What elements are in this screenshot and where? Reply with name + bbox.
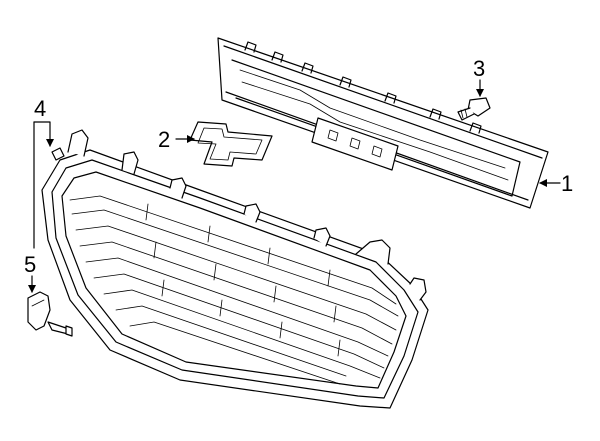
part-5-bracket xyxy=(27,291,73,337)
callout-4-label: 4 xyxy=(34,96,46,121)
main-grille xyxy=(41,129,429,409)
part-2-emblem xyxy=(189,121,273,167)
callout-2: 2 xyxy=(158,127,195,152)
callout-4: 4 xyxy=(33,96,54,249)
part-3-bolt xyxy=(457,97,491,121)
callout-1: 1 xyxy=(539,171,573,196)
callout-3: 3 xyxy=(473,56,485,97)
callout-2-label: 2 xyxy=(158,127,170,152)
part-1-upper-grille xyxy=(217,37,549,209)
part-4-clip xyxy=(51,147,65,161)
callout-5-label: 5 xyxy=(24,252,36,277)
callout-3-label: 3 xyxy=(473,56,485,81)
callout-1-label: 1 xyxy=(561,171,573,196)
callout-5: 5 xyxy=(24,252,36,293)
